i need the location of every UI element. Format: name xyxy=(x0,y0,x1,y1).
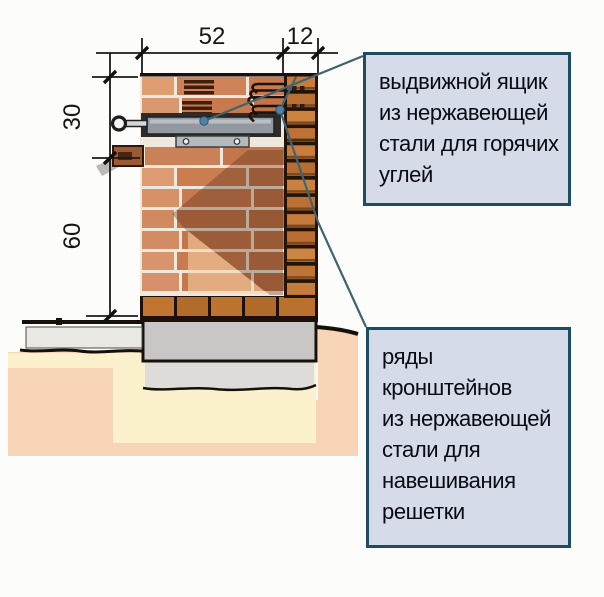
main-brick-column xyxy=(140,73,318,296)
ground xyxy=(19,318,359,354)
ash-drawer-assembly xyxy=(96,113,281,176)
right-brick-column xyxy=(284,73,318,298)
dim-height-lower: 60 xyxy=(59,223,86,250)
brick xyxy=(211,297,242,316)
callout-brackets-line: кронштейнов xyxy=(382,375,512,400)
foundation-upper-block xyxy=(141,318,318,363)
drawer-handle-knob xyxy=(110,115,128,132)
callout-brackets-line: стали для xyxy=(382,437,481,462)
paving-slab xyxy=(25,326,143,349)
foundation xyxy=(141,318,318,392)
callout-drawer-line: углей xyxy=(379,162,433,187)
callout-drawer-line: стали для горячих xyxy=(379,131,559,156)
brick xyxy=(245,297,276,316)
callout-brackets-line: решетки xyxy=(382,499,465,524)
callout-drawer-line: из нержавеющей xyxy=(379,100,549,125)
mounting-plate xyxy=(175,135,250,148)
dimension-lines xyxy=(86,38,338,318)
drawer-handle-rod xyxy=(123,119,148,128)
callout-brackets-line: из нержавеющей xyxy=(382,406,552,431)
callout-drawer: выдвижной ящик из нержавеющей стали для … xyxy=(363,52,571,206)
foundation-lower-block xyxy=(145,361,314,390)
drawer-support-brick-recess xyxy=(118,152,132,160)
plate-rivet xyxy=(233,138,241,145)
anchor-dot-brackets xyxy=(275,105,285,115)
bracket-dots xyxy=(292,86,305,109)
slab-joint-mark xyxy=(56,318,62,325)
dim-height-upper: 30 xyxy=(59,104,86,131)
brick xyxy=(143,297,174,316)
shadow-band xyxy=(172,150,283,295)
highlight-wedge xyxy=(188,231,268,294)
drawer-highlight xyxy=(150,119,271,124)
plate-rivet xyxy=(182,138,190,145)
callout-drawer-line: выдвижной ящик xyxy=(379,69,548,94)
right-column-bricks xyxy=(287,76,315,295)
dimension-ticks xyxy=(102,45,326,324)
ground-line-right xyxy=(315,325,359,336)
anchor-dot-drawer xyxy=(199,116,209,126)
leader-lines xyxy=(203,54,368,328)
callout-brackets: ряды кронштейнов из нержавеющей стали дл… xyxy=(366,327,571,548)
leader-line-drawer xyxy=(203,54,364,123)
dim-width-right: 12 xyxy=(287,23,314,50)
foundation-lower-wavy-edge xyxy=(142,383,317,392)
dim-width-main: 52 xyxy=(199,23,226,50)
brick xyxy=(177,297,208,316)
dimension-labels: 52 12 30 60 xyxy=(59,23,313,249)
column-top-edge xyxy=(140,73,318,77)
ground-wavy-line-left xyxy=(19,348,143,354)
callout-brackets-line: ряды xyxy=(382,344,433,369)
leader-line-brackets xyxy=(278,76,368,328)
callout-brackets-line: навешивания xyxy=(382,468,516,493)
brick xyxy=(279,297,315,316)
